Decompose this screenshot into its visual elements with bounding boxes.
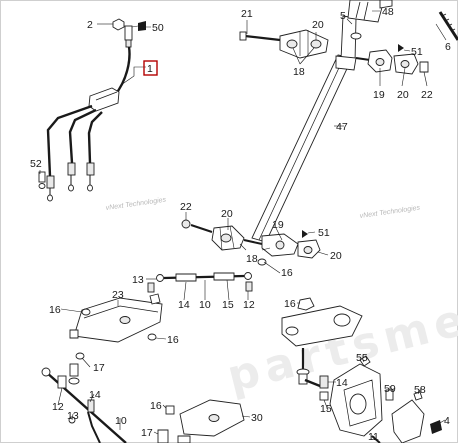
callout-13-lower[interactable]: 13 <box>67 410 79 422</box>
tie-rod-upper[interactable] <box>147 272 253 293</box>
bracket-23[interactable] <box>69 293 163 360</box>
callout-16-left[interactable]: 16 <box>49 304 61 316</box>
callout-1[interactable]: 1 <box>147 63 153 75</box>
right-lower-linkage[interactable] <box>281 297 363 401</box>
callout-15-right[interactable]: 15 <box>320 403 332 415</box>
throttle-cable-assembly[interactable] <box>46 25 133 202</box>
callout-6[interactable]: 6 <box>445 41 451 53</box>
callout-47[interactable]: 47 <box>336 121 348 133</box>
callout-16-right[interactable]: 16 <box>284 298 296 310</box>
callout-14-lower[interactable]: 14 <box>89 389 101 401</box>
callout-52[interactable]: 52 <box>30 158 42 170</box>
bracket-30[interactable] <box>157 399 245 443</box>
callout-16-lower[interactable]: 16 <box>150 400 162 412</box>
callout-30[interactable]: 30 <box>251 412 263 424</box>
callout-5[interactable]: 5 <box>340 10 346 22</box>
callout-58[interactable]: 58 <box>414 384 426 396</box>
callout-11[interactable]: 11 <box>368 431 379 443</box>
nut-2[interactable] <box>112 18 125 31</box>
callout-18-mid[interactable]: 18 <box>246 253 258 265</box>
callout-51-upper[interactable]: 51 <box>411 46 423 58</box>
callout-2[interactable]: 2 <box>87 19 93 31</box>
leader-lines <box>39 10 447 440</box>
callout-20-lower[interactable]: 20 <box>330 250 342 262</box>
callout-13-upper[interactable]: 13 <box>132 274 144 286</box>
callout-19-mid[interactable]: 19 <box>272 219 284 231</box>
callout-20-mid[interactable]: 20 <box>221 208 233 220</box>
callout-21[interactable]: 21 <box>241 8 253 20</box>
callout-22-mid[interactable]: 22 <box>180 201 192 213</box>
callout-15-upper[interactable]: 15 <box>222 299 234 311</box>
link-bracket-20-upper[interactable] <box>279 29 329 59</box>
fitting-52[interactable] <box>38 171 46 189</box>
callout-22-upper[interactable]: 22 <box>421 89 433 101</box>
highlight-box-1 <box>143 60 158 76</box>
upper-right-linkage[interactable] <box>350 32 429 75</box>
callout-23[interactable]: 23 <box>112 289 124 301</box>
cap-50[interactable] <box>138 21 146 31</box>
callout-17-lower[interactable]: 17 <box>141 427 153 439</box>
callout-19-upper[interactable]: 19 <box>373 89 385 101</box>
callout-18-upper[interactable]: 18 <box>293 66 305 78</box>
callout-50[interactable]: 50 <box>152 22 164 34</box>
callout-20-right[interactable]: 20 <box>397 89 409 101</box>
callout-51-mid[interactable]: 51 <box>318 227 330 239</box>
callout-59[interactable]: 59 <box>384 383 396 395</box>
callout-10-lower[interactable]: 10 <box>115 415 127 427</box>
callout-14-right[interactable]: 14 <box>336 377 348 389</box>
left-lower-linkage[interactable] <box>41 363 127 443</box>
steering-column-47[interactable] <box>251 0 385 243</box>
callout-17-left[interactable]: 17 <box>93 362 105 374</box>
callout-48[interactable]: 48 <box>382 6 394 18</box>
callout-12-upper[interactable]: 12 <box>243 299 255 311</box>
callout-55[interactable]: 55 <box>356 352 368 364</box>
tube-48[interactable] <box>379 0 393 9</box>
callout-20-upper[interactable]: 20 <box>312 19 324 31</box>
callout-14-upper[interactable]: 14 <box>178 299 190 311</box>
watermark-small-right: vNext Technologies <box>359 205 421 220</box>
watermark-small-left: vNext Technologies <box>105 197 167 212</box>
callout-12-lower[interactable]: 12 <box>52 401 64 413</box>
callout-10-upper[interactable]: 10 <box>199 299 211 311</box>
bolt-21[interactable] <box>239 31 281 42</box>
callout-labels: 2 50 1 21 20 5 48 6 51 18 19 20 22 47 52… <box>30 6 451 443</box>
callout-4[interactable]: 4 <box>444 415 450 427</box>
spring-6[interactable] <box>438 11 458 41</box>
callout-16-mid[interactable]: 16 <box>281 267 293 279</box>
callout-16-bracket[interactable]: 16 <box>167 334 179 346</box>
mid-linkage[interactable] <box>181 219 321 266</box>
